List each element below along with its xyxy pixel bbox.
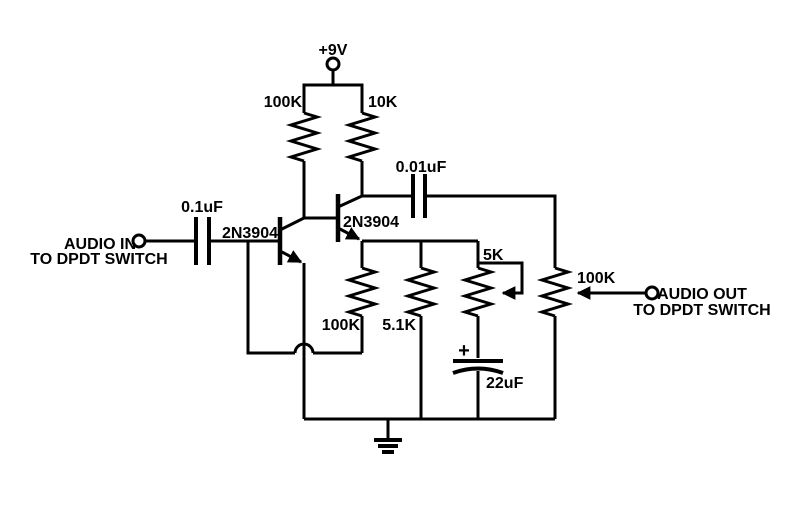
capacitor-c1-label: 0.1uF [181, 199, 223, 216]
transistor-q2-label: 2N3904 [343, 214, 399, 231]
audio-input: AUDIO IN TO DPDT SWITCH [30, 233, 196, 268]
transistor-q2: 2N3904 [335, 194, 399, 242]
transistor-q1: 2N3904 [222, 216, 305, 265]
pot-5k-wiper-arrow-icon [478, 261, 524, 300]
capacitor-c3-polarity: + [458, 340, 470, 362]
audio-out-label-line1: AUDIO OUT [657, 286, 747, 303]
pot-5k: 5K [459, 247, 524, 358]
resistor-r1-body [285, 111, 323, 163]
q2-emitter-node [360, 239, 480, 268]
pot-100k-body [536, 266, 574, 318]
audio-in-label-line2: TO DPDT SWITCH [30, 251, 167, 268]
resistor-r2-label: 10K [368, 94, 398, 111]
audio-in-label-line1: AUDIO IN [64, 236, 136, 253]
resistor-r1-label: 100K [264, 94, 303, 111]
resistor-r3-label: 100K [322, 317, 361, 334]
transistor-q1-emitter-arrow-icon [279, 249, 303, 264]
capacitor-c1: 0.1uF [181, 199, 280, 265]
capacitor-c3: + 22uF [452, 340, 524, 419]
resistor-r3: 100K [322, 266, 381, 353]
resistor-r1: 100K [264, 94, 323, 218]
audio-output: AUDIO OUT TO DPDT SWITCH [633, 285, 771, 319]
capacitor-c3-plate-bottom [452, 366, 504, 375]
transistor-q1-label: 2N3904 [222, 225, 278, 242]
resistor-r4-label: 5.1K [382, 317, 416, 334]
pot-100k-label: 100K [577, 270, 616, 287]
audio-in-terminal-icon [131, 233, 147, 249]
resistor-r2: 10K [343, 94, 398, 196]
resistor-r4-body [402, 266, 440, 318]
capacitor-c2-out-wire [425, 194, 557, 268]
audio-out-label-line2: TO DPDT SWITCH [633, 302, 770, 319]
capacitor-c2: 0.01uF [396, 159, 557, 268]
pot-5k-label: 5K [483, 247, 504, 264]
power-label: +9V [319, 42, 348, 59]
power-terminal-icon [325, 56, 341, 72]
pot-5k-body [459, 266, 497, 318]
transistor-q1-collector [279, 216, 305, 232]
ground [304, 417, 555, 454]
transistor-q2-emitter-arrow-icon [337, 226, 361, 241]
power-rail-wire [302, 83, 364, 113]
pot-100k: 100K [536, 266, 646, 419]
capacitor-c3-label: 22uF [486, 375, 524, 392]
resistor-r2-body [343, 111, 381, 163]
feedback-wire-left [246, 241, 295, 355]
capacitor-c2-label: 0.01uF [396, 159, 447, 176]
power-supply: +9V [302, 42, 364, 113]
transistor-q2-collector [337, 194, 363, 209]
audio-out-terminal-icon [644, 285, 660, 301]
resistor-r4: 5.1K [382, 266, 440, 419]
resistor-r3-body [343, 266, 381, 318]
